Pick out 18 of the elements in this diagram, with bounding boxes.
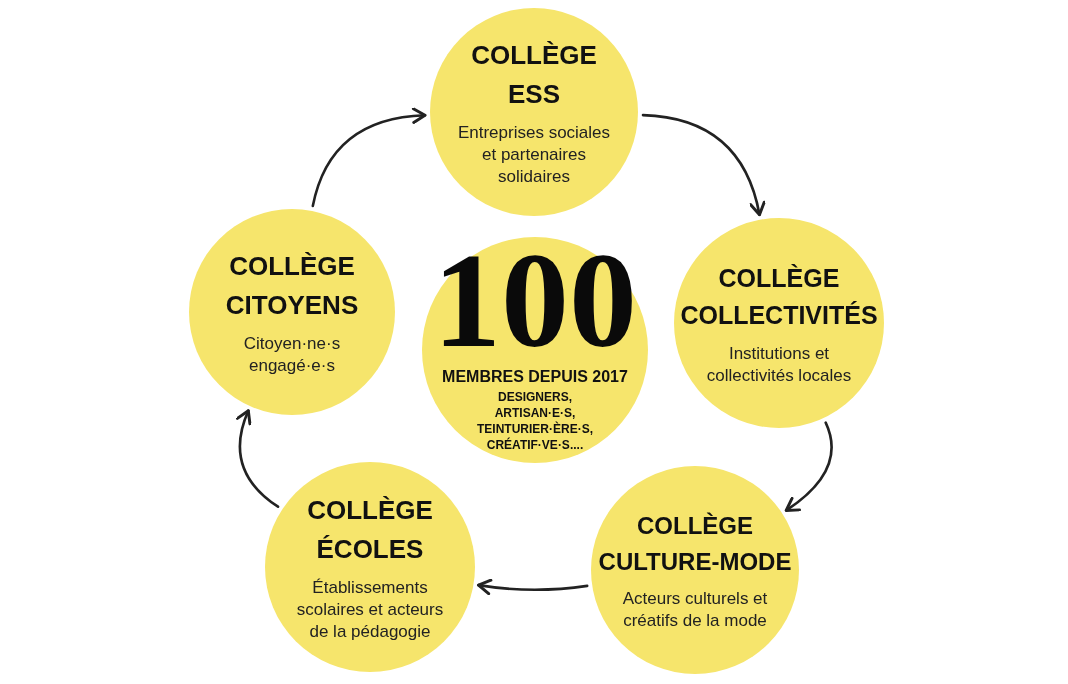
member-count: 100 [433,246,637,354]
college-description: Institutions et collectivités locales [705,342,853,387]
curved-arrow [477,578,589,596]
college-description: Acteurs culturels et créatifs de la mode [621,588,769,632]
college-title: COLLÈGE CITOYENS [225,250,359,322]
curved-arrow [236,409,280,508]
curved-arrow [311,107,427,208]
college-title: COLLÈGE COLLECTIVITÉS [680,262,878,331]
curved-arrow [784,421,833,512]
college-title: COLLÈGE ESS [471,39,597,111]
college-description: Citoyen·ne·s engagé·e·s [242,333,342,377]
college-title: COLLÈGE ÉCOLES [307,494,433,566]
college-title: COLLÈGE CULTURE-MODE [598,511,792,577]
member-types: DESIGNERS, ARTISAN·E·S, TEINTURIER·ÈRE·S, CRÉATIF·VE·S.... [476,389,594,454]
curved-arrow [641,113,766,217]
college-description: Entreprises sociales et partenaires solidaires [456,122,612,188]
members-caption: MEMBRES DEPUIS 2017 [442,367,628,388]
college-description: Établissements scolaires et acteurs de la pédagogie [295,577,445,643]
